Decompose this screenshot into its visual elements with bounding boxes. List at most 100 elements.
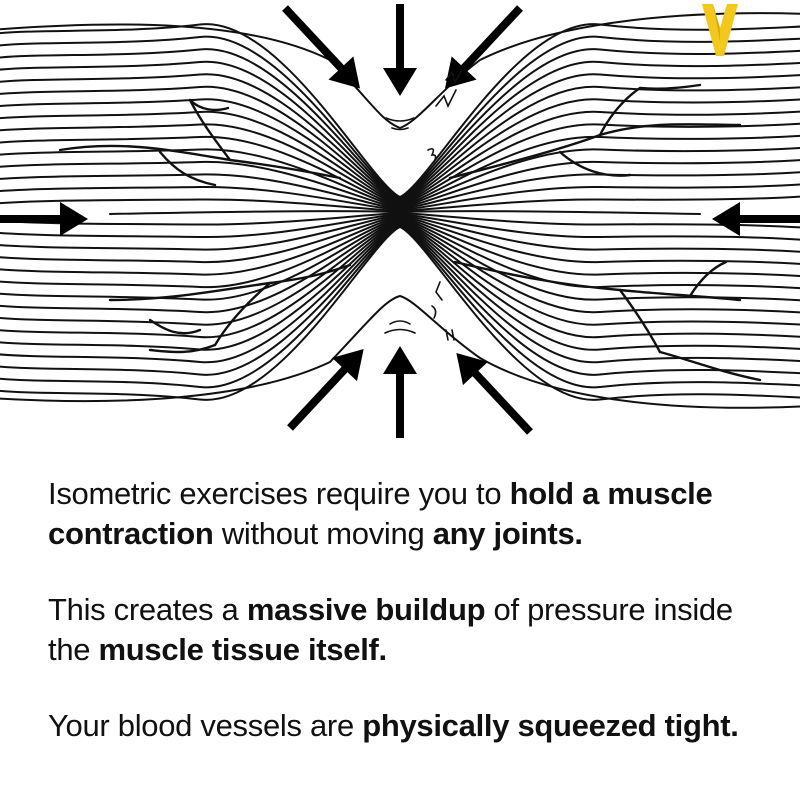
- fiber-line: [0, 198, 401, 212]
- fiber-line: [0, 213, 401, 239]
- fiber-line: [399, 218, 800, 302]
- fiber-line: [0, 173, 401, 210]
- strain-mark: [431, 305, 437, 319]
- fiber-line: [399, 73, 800, 202]
- caption-run: without moving: [213, 516, 433, 551]
- arrow-head: [328, 56, 361, 89]
- fiber-line: [399, 110, 800, 205]
- fiber-line: [399, 226, 800, 401]
- arrow-bottom-left: [287, 349, 364, 431]
- caption-emphasis: hold a muscle contraction: [48, 476, 713, 551]
- blood-vessel: [148, 318, 202, 335]
- fiber-line: [0, 35, 401, 199]
- strain-mark: [427, 148, 437, 163]
- fiber-line: [0, 215, 401, 264]
- caption-emphasis: muscle tissue itself.: [98, 632, 388, 667]
- caption-run: of pressure inside the: [48, 592, 733, 667]
- fiber-line: [0, 220, 401, 326]
- caption-paragraph: Isometric exercises require you to hold …: [48, 474, 778, 554]
- strain-mark: [389, 320, 411, 325]
- strain-mark: [391, 127, 409, 131]
- arrow-head: [383, 346, 417, 374]
- fiber-line: [0, 123, 401, 206]
- fiber-line: [399, 221, 800, 339]
- fiber-line: [0, 73, 401, 202]
- fiber-line: [0, 214, 401, 251]
- fiber-line: [0, 60, 401, 201]
- arrow-head: [383, 68, 417, 96]
- fiber-line: [0, 110, 401, 205]
- arrow-top: [383, 4, 417, 96]
- fiber-line: [0, 223, 401, 364]
- fiber-line: [0, 221, 401, 339]
- blood-vessel: [213, 281, 272, 347]
- arrow-shaft: [454, 5, 523, 79]
- caption-run: Isometric exercises require you to: [48, 476, 510, 511]
- blood-vessel: [688, 260, 728, 298]
- fiber-line: [0, 135, 401, 207]
- muscle-fibers: [0, 12, 800, 409]
- fiber-line: [0, 160, 401, 209]
- fiber-line: [0, 225, 401, 389]
- arrow-left: [0, 202, 88, 236]
- muscle-outline-top: [0, 12, 800, 130]
- v-logo-icon: [702, 4, 738, 56]
- fiber-line: [0, 98, 401, 204]
- arrow-top-left: [282, 5, 361, 89]
- strain-mark: [435, 89, 457, 108]
- fiber-line: [399, 23, 800, 198]
- arrow-head: [332, 349, 364, 382]
- strain-mark: [385, 117, 415, 122]
- fiber-line: [0, 218, 401, 301]
- caption-text: Isometric exercises require you to hold …: [48, 474, 778, 782]
- fiber-line: [399, 212, 800, 229]
- arrow-shaft: [282, 5, 351, 79]
- fiber-line: [399, 225, 800, 389]
- arrow-head: [456, 353, 488, 386]
- fiber-line: [399, 213, 800, 241]
- fiber-line: [399, 122, 800, 206]
- arrow-top-right: [444, 5, 523, 89]
- arrow-right: [712, 202, 800, 236]
- blood-vessel: [598, 86, 642, 137]
- fiber-line: [399, 159, 800, 209]
- blood-vessel: [58, 144, 342, 180]
- caption-emphasis: any joints.: [432, 516, 583, 551]
- arrow-head: [712, 202, 740, 236]
- fiber-line: [0, 226, 401, 401]
- caption-run: This creates a: [48, 592, 247, 627]
- strain-marks: [384, 69, 463, 341]
- fiber-line: [399, 223, 800, 364]
- strain-mark: [445, 329, 449, 341]
- fiber-line: [0, 224, 401, 376]
- muscle-outline-bottom: [0, 294, 800, 409]
- pressure-arrows: [0, 4, 800, 438]
- blood-vessel: [148, 343, 217, 354]
- fiber-line: [399, 220, 800, 326]
- arrow-shaft: [287, 359, 355, 431]
- arrow-bottom: [383, 346, 417, 438]
- strain-mark: [451, 329, 455, 341]
- blood-vessel: [638, 83, 702, 90]
- blood-vessel: [658, 350, 762, 382]
- fiber-line: [399, 60, 800, 201]
- fiber-line: [399, 98, 800, 204]
- strain-mark: [445, 69, 463, 84]
- fiber-line: [399, 214, 800, 253]
- blood-vessel: [188, 98, 230, 112]
- fiber-line: [0, 216, 401, 276]
- blood-vessel: [158, 150, 217, 187]
- fiber-line: [0, 48, 401, 200]
- fiber-line: [399, 215, 800, 265]
- caption-emphasis: massive buildup: [246, 592, 486, 627]
- fiber-line: [399, 224, 800, 376]
- arrow-head: [60, 202, 88, 236]
- fiber-line: [0, 148, 401, 208]
- fiber-line: [399, 183, 800, 211]
- arrow-bottom-right: [456, 353, 533, 435]
- fiber-line: [0, 85, 401, 203]
- caption-paragraph: Your blood vessels are physically squeez…: [48, 706, 778, 746]
- fiber-line: [0, 217, 401, 289]
- fiber-line: [0, 23, 401, 198]
- fiber-line: [399, 35, 800, 199]
